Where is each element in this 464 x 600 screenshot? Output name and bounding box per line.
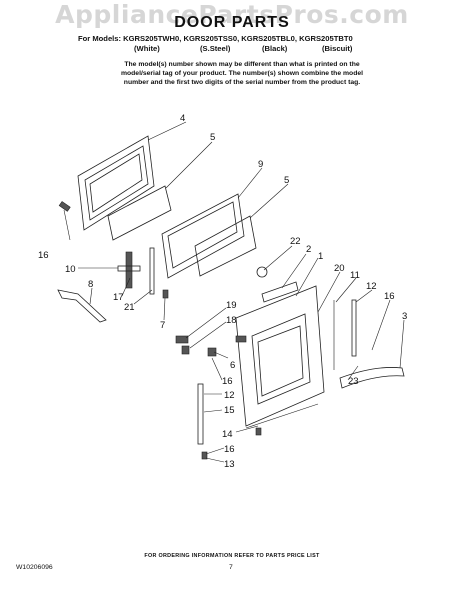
hinge-clip xyxy=(175,335,189,344)
callout-8: 8 xyxy=(88,279,93,290)
callout-18: 18 xyxy=(226,315,237,326)
watermark: AppliancePartsPros.com xyxy=(55,0,409,29)
clip-part xyxy=(58,201,71,212)
side-strip xyxy=(149,247,155,295)
callout-10: 10 xyxy=(65,264,76,275)
callout-5: 5 xyxy=(284,175,289,186)
callout-7: 7 xyxy=(160,320,165,331)
inner-door-frame xyxy=(161,193,245,279)
callout-16: 16 xyxy=(224,444,235,455)
bottom-trim xyxy=(245,403,319,429)
inner-glass xyxy=(194,215,257,277)
callout-16: 16 xyxy=(384,291,395,302)
color-biscuit: (Biscuit) xyxy=(322,44,353,53)
door-top-trim xyxy=(261,281,299,303)
callout-23: 23 xyxy=(348,376,359,387)
color-white: (White) xyxy=(134,44,160,53)
door-handle xyxy=(339,367,405,389)
callout-16: 16 xyxy=(38,250,49,261)
callout-21: 21 xyxy=(124,302,135,313)
page-number: 7 xyxy=(229,564,233,571)
screw-part xyxy=(201,451,208,460)
callout-17: 17 xyxy=(113,292,124,303)
callout-4: 4 xyxy=(180,113,185,124)
callout-3: 3 xyxy=(402,311,407,322)
bracket-part xyxy=(235,335,247,343)
callout-9: 9 xyxy=(258,159,263,170)
callout-6: 6 xyxy=(230,360,235,371)
callout-16: 16 xyxy=(222,376,233,387)
callout-15: 15 xyxy=(224,405,235,416)
callout-5: 5 xyxy=(210,132,215,143)
models-line: For Models: KGRS205TWH0, KGRS205TSS0, KG… xyxy=(78,34,353,43)
note-line: model/serial tag of your product. The nu… xyxy=(120,70,364,77)
callout-1: 1 xyxy=(318,251,323,262)
color-black: (Black) xyxy=(262,44,288,53)
page-title: DOOR PARTS xyxy=(174,14,290,31)
callout-2: 2 xyxy=(306,244,311,255)
model-note: The model(s) number shown may be differe… xyxy=(112,60,372,87)
callout-20: 20 xyxy=(334,263,345,274)
door-hinge xyxy=(117,251,141,289)
hinge-clip xyxy=(181,345,190,355)
screw-part xyxy=(255,427,262,436)
note-line: The model(s) number shown may be differe… xyxy=(124,61,360,68)
callout-14: 14 xyxy=(222,429,233,440)
door-gasket xyxy=(57,289,107,323)
document-number: W10206096 xyxy=(16,564,53,571)
handle-rod xyxy=(351,299,357,357)
note-line: number and the first two digits of the s… xyxy=(123,79,361,86)
door-liner xyxy=(235,285,325,427)
callout-labels: 4 5 9 5 16 10 8 17 21 7 22 2 1 20 11 12 … xyxy=(38,113,407,470)
side-trim xyxy=(197,383,204,445)
bracket-part xyxy=(207,347,217,357)
callout-22: 22 xyxy=(290,236,301,247)
color-steel: (S.Steel) xyxy=(200,44,231,53)
vent-part xyxy=(256,266,268,278)
outer-door-panel xyxy=(77,135,155,231)
callout-19: 19 xyxy=(226,300,237,311)
outer-glass xyxy=(107,185,172,241)
callout-12: 12 xyxy=(366,281,377,292)
screw-part xyxy=(162,289,169,299)
ordering-info: FOR ORDERING INFORMATION REFER TO PARTS … xyxy=(144,553,320,559)
callout-12: 12 xyxy=(224,390,235,401)
callout-11: 11 xyxy=(350,270,360,281)
leader-lines xyxy=(63,121,405,463)
callout-13: 13 xyxy=(224,459,235,470)
